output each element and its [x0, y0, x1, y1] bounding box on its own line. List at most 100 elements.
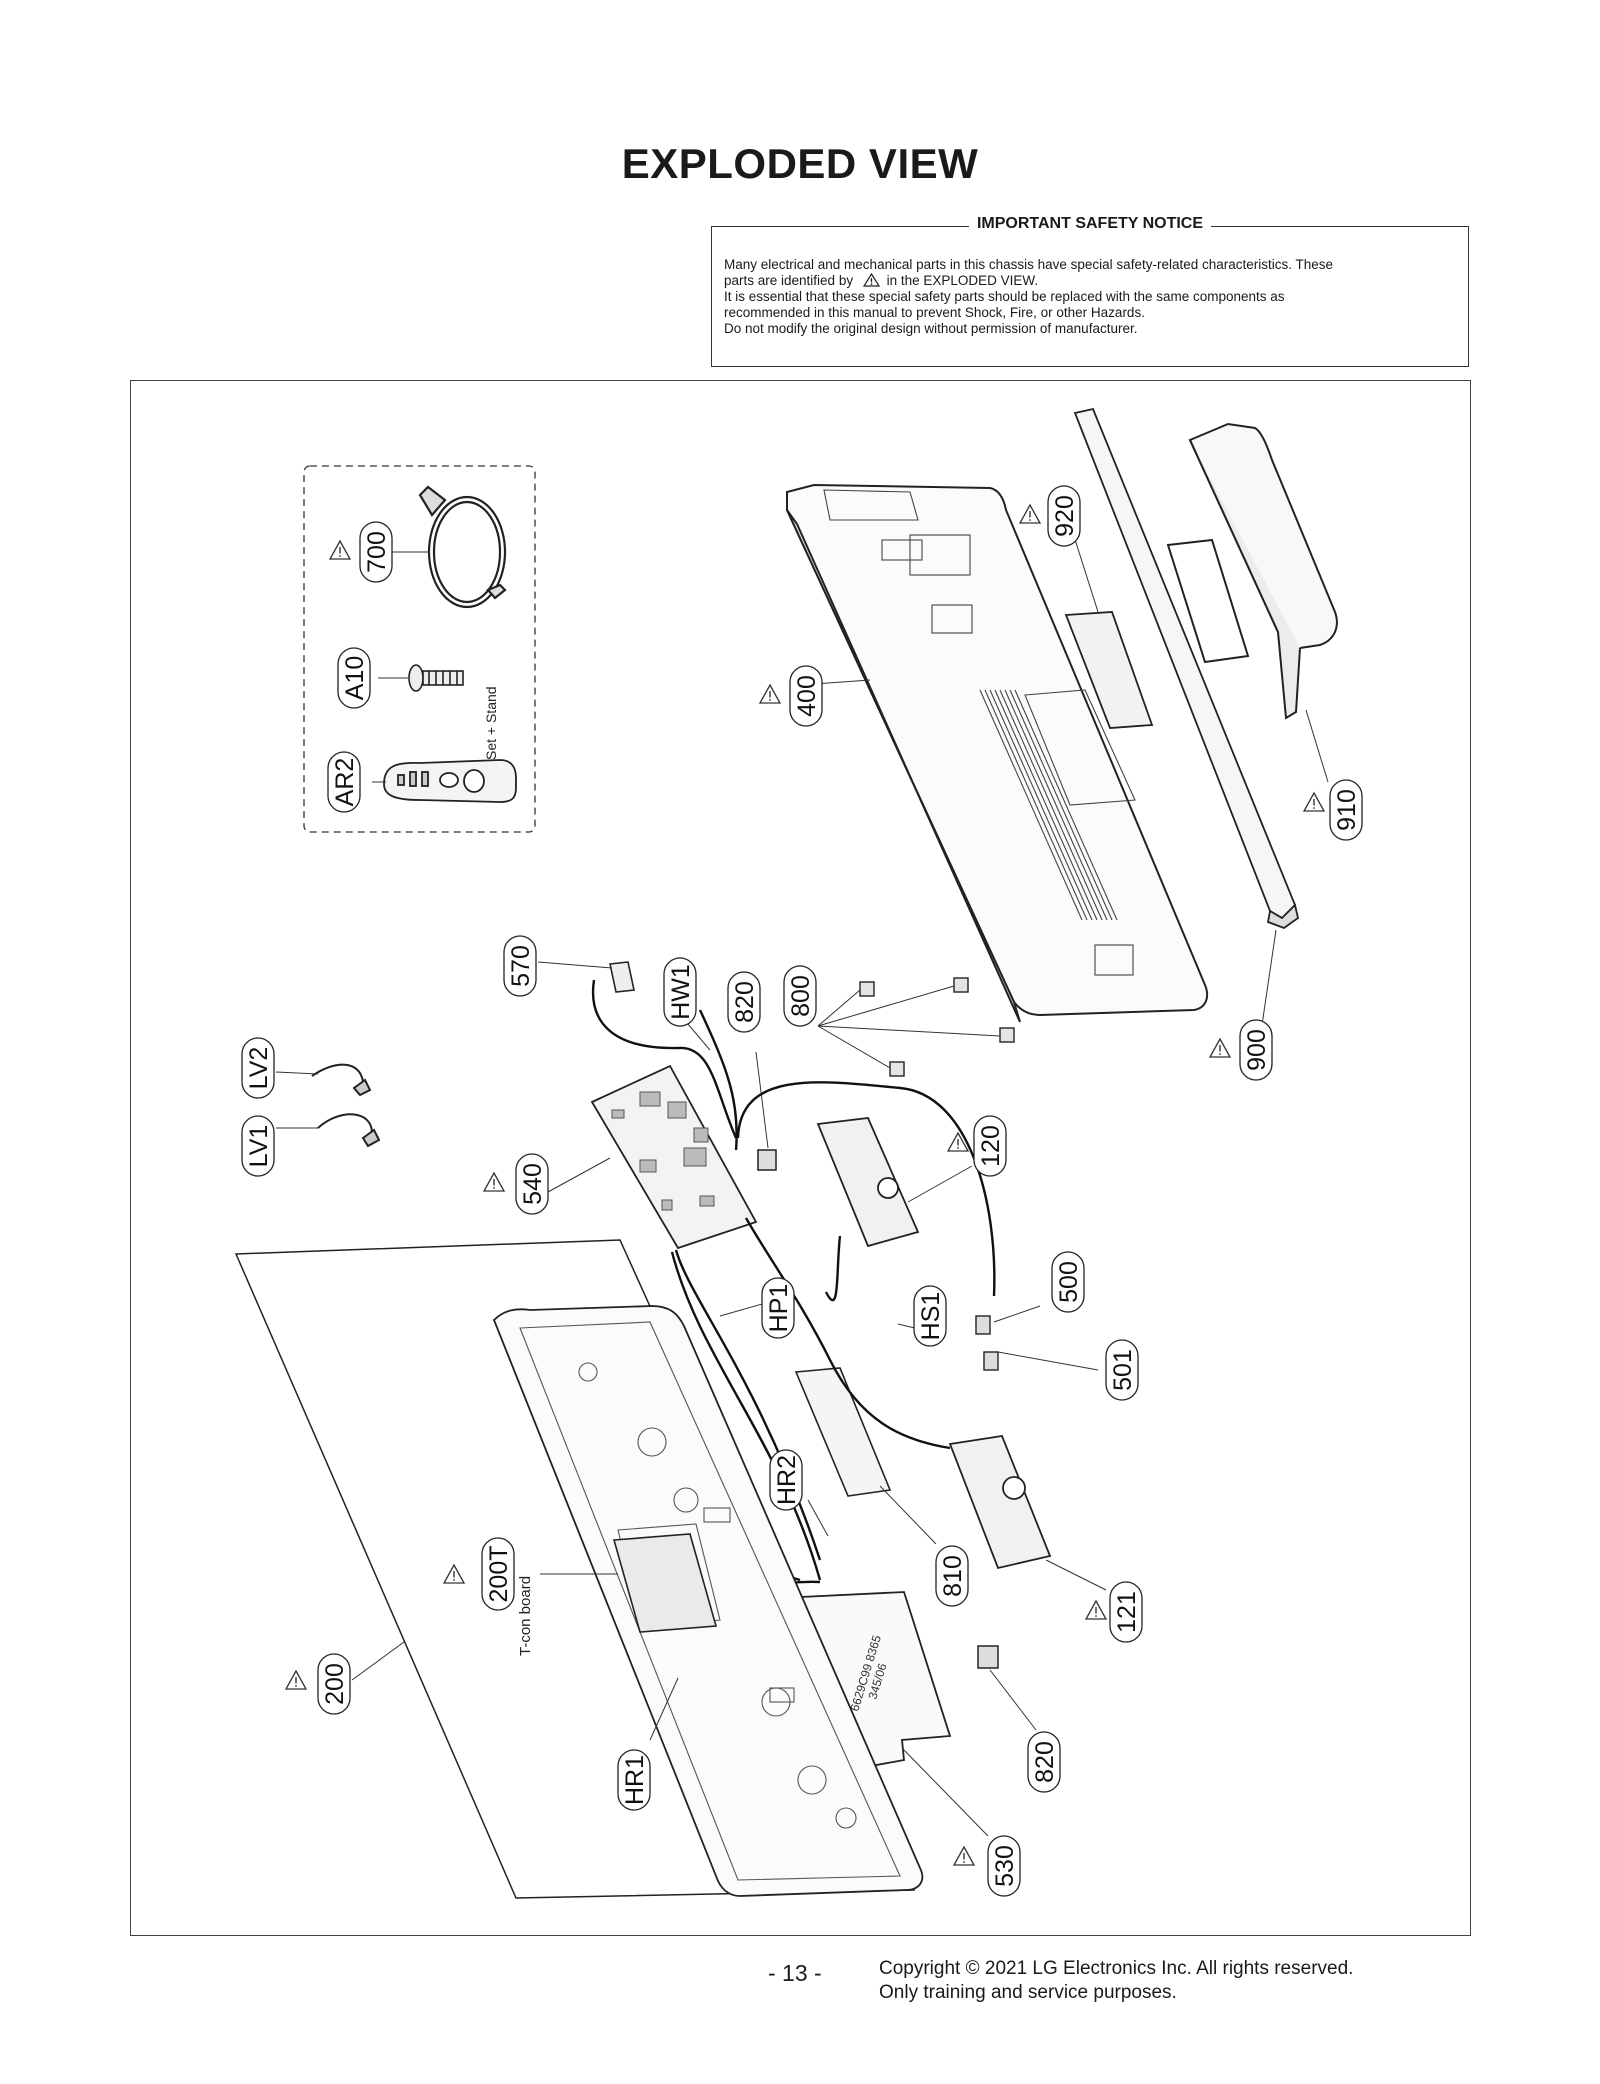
callout-501: 501: [1105, 1339, 1139, 1401]
bracket-810-part: [794, 1367, 892, 1497]
board-note-tcon: T-con board: [517, 1576, 534, 1656]
notice-line-2a: parts are identified by: [724, 273, 854, 288]
callout-hw1-text: HW1: [667, 964, 695, 1020]
callout-540-text: 540: [519, 1163, 547, 1205]
callout-500-text: 500: [1055, 1261, 1083, 1303]
callout-121: 121: [1109, 1581, 1143, 1643]
callout-200-text: 200: [321, 1663, 349, 1705]
remote-control-part: [383, 759, 517, 803]
lvds-cable-lv1: [317, 1113, 381, 1148]
copyright-notice: Copyright © 2021 LG Electronics Inc. All…: [879, 1957, 1353, 2005]
bracket-820a-part: [757, 1149, 777, 1171]
warning-icon-530: [953, 1846, 975, 1866]
screw-part: [408, 664, 464, 692]
callout-hr1: HR1: [617, 1749, 651, 1811]
warning-icon-121: [1085, 1600, 1107, 1620]
callout-lv1: LV1: [241, 1115, 275, 1177]
page-title: EXPLODED VIEW: [621, 140, 979, 187]
ir-board-part: [609, 961, 635, 993]
warning-icon-400: [759, 684, 781, 704]
callout-lv2: LV2: [241, 1037, 275, 1099]
callout-501-text: 501: [1109, 1349, 1137, 1391]
notice-line-5: Do not modify the original design withou…: [724, 321, 1138, 336]
callout-820b: 820: [1027, 1731, 1061, 1793]
callout-540: 540: [515, 1153, 549, 1215]
callout-ar2: AR2: [327, 751, 361, 813]
callout-hp1: HP1: [761, 1277, 795, 1339]
callout-ar2-text: AR2: [331, 758, 359, 807]
callout-800-text: 800: [787, 975, 815, 1017]
callout-121-text: 121: [1113, 1591, 1141, 1633]
callout-570: 570: [503, 935, 537, 997]
callout-a10-text: A10: [341, 656, 369, 700]
callout-530: 530: [987, 1835, 1021, 1897]
bracket-820b-part: [977, 1645, 999, 1669]
safety-notice-title-wrap: IMPORTANT SAFETY NOTICE: [712, 215, 1468, 233]
diagram-frame: [130, 380, 1471, 1936]
clips-800-part: [859, 977, 1015, 1077]
warning-icon-920: [1019, 504, 1041, 524]
callout-hr1-text: HR1: [621, 1755, 649, 1805]
callout-700-text: 700: [363, 531, 391, 573]
warning-icon-700: [329, 540, 351, 560]
callout-920-text: 920: [1051, 495, 1079, 537]
callout-820b-text: 820: [1031, 1741, 1059, 1783]
callout-500: 500: [1051, 1251, 1085, 1313]
callout-400-text: 400: [793, 675, 821, 717]
warning-icon-540: [483, 1172, 505, 1192]
callout-820a: 820: [727, 971, 761, 1033]
clip-500-part: [975, 1315, 991, 1335]
safety-notice-body: Many electrical and mechanical parts in …: [724, 257, 1456, 337]
callout-820a-text: 820: [731, 981, 759, 1023]
display-panel-part: [234, 1239, 916, 1899]
accessory-box: [303, 465, 536, 833]
callout-hs1: HS1: [913, 1285, 947, 1347]
accessory-note-set-stand: Set + Stand: [483, 686, 499, 760]
callout-810-text: 810: [939, 1555, 967, 1597]
callout-hp1-text: HP1: [765, 1284, 793, 1333]
callout-200: 200: [317, 1653, 351, 1715]
lvds-cable-lv2: [311, 1063, 372, 1097]
callout-400: 400: [789, 665, 823, 727]
callout-hr2-text: HR2: [773, 1455, 801, 1505]
callout-200t: 200T: [481, 1537, 515, 1611]
callout-570-text: 570: [507, 945, 535, 987]
warning-icon-200t: [443, 1564, 465, 1584]
notice-line-2b: in the EXPLODED VIEW.: [886, 273, 1039, 288]
copyright-line-1: Copyright © 2021 LG Electronics Inc. All…: [879, 1958, 1354, 1979]
callout-910: 910: [1329, 779, 1363, 841]
warning-icon-900: [1209, 1038, 1231, 1058]
notice-line-3: It is essential that these special safet…: [724, 289, 1285, 304]
callout-120-text: 120: [977, 1125, 1005, 1167]
warning-triangle-icon: [862, 272, 880, 287]
power-cord-part: [418, 485, 507, 609]
safety-notice-title: IMPORTANT SAFETY NOTICE: [968, 215, 1212, 232]
callout-920: 920: [1047, 485, 1081, 547]
callout-800: 800: [783, 965, 817, 1027]
tcon-board-200t-part: [612, 1533, 718, 1633]
stand-base-part: [1166, 422, 1338, 720]
callout-900: 900: [1239, 1019, 1273, 1081]
warning-icon-200: [285, 1670, 307, 1690]
clip-501-part: [983, 1351, 999, 1371]
callout-700: 700: [359, 521, 393, 583]
safety-notice: IMPORTANT SAFETY NOTICE Many electrical …: [711, 215, 1469, 367]
callout-530-text: 530: [991, 1845, 1019, 1887]
copyright-line-2: Only training and service purposes.: [879, 1982, 1177, 2003]
warning-icon-910: [1303, 792, 1325, 812]
power-block-121-part: [948, 1435, 1052, 1570]
callout-lv2-text: LV2: [245, 1047, 273, 1090]
callout-120: 120: [973, 1115, 1007, 1177]
page-number: - 13 -: [768, 1960, 822, 1986]
power-block-120-part: [816, 1117, 920, 1248]
callout-hr2: HR2: [769, 1449, 803, 1511]
notice-line-2: parts are identified by in the EXPLODED …: [724, 272, 1456, 289]
callout-200t-text: 200T: [485, 1546, 513, 1603]
main-board-part: [590, 1064, 758, 1250]
callout-a10: A10: [337, 647, 371, 709]
callout-lv1-text: LV1: [245, 1125, 273, 1168]
callout-hs1-text: HS1: [917, 1292, 945, 1341]
notice-line-1: Many electrical and mechanical parts in …: [724, 257, 1334, 272]
callout-hw1: HW1: [663, 957, 697, 1027]
